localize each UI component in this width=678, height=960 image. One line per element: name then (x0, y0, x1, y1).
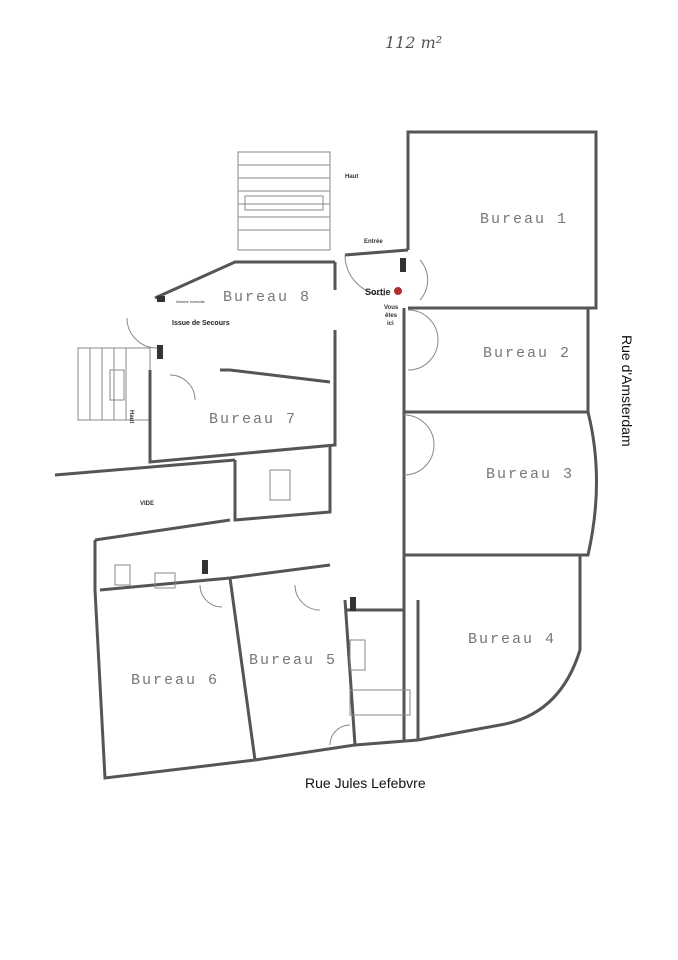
street-label-bottom: Rue Jules Lefebvre (305, 775, 426, 791)
haut-label-left: Haut (128, 410, 134, 423)
entree-label: Entrée (364, 239, 383, 245)
haut-label-top: Haut (345, 174, 358, 180)
handwritten-area: 112 m² (385, 33, 442, 52)
etes-label: êtes (385, 313, 398, 319)
room-label-bureau-5: Bureau 5 (249, 652, 337, 669)
walls (54, 130, 598, 780)
room-label-bureau-7: Bureau 7 (209, 411, 297, 428)
ici-label: ici (387, 321, 394, 327)
doors (114, 254, 439, 746)
vide-label: VIDE (140, 501, 154, 507)
staircase-left (77, 347, 151, 421)
vous-label: Vous (384, 305, 399, 311)
room-label-bureau-3: Bureau 3 (486, 466, 574, 483)
room-label-bureau-2: Bureau 2 (483, 345, 571, 362)
room-label-bureau-4: Bureau 4 (468, 631, 556, 648)
issue-de-secours-label: Issue de Secours (172, 320, 230, 327)
sortie-label: Sortie (365, 287, 391, 297)
room-label-bureau-8: Bureau 8 (223, 289, 311, 306)
staircase-top (237, 151, 331, 251)
room-label-bureau-6: Bureau 6 (131, 672, 219, 689)
you-are-here-marker (394, 287, 402, 295)
fire-extinguisher-icons (157, 258, 406, 611)
room-label-bureau-1: Bureau 1 (480, 211, 568, 228)
street-label-right: Rue d'Amsterdam (619, 335, 635, 447)
alarme-label: Alarme incendie (176, 299, 205, 304)
